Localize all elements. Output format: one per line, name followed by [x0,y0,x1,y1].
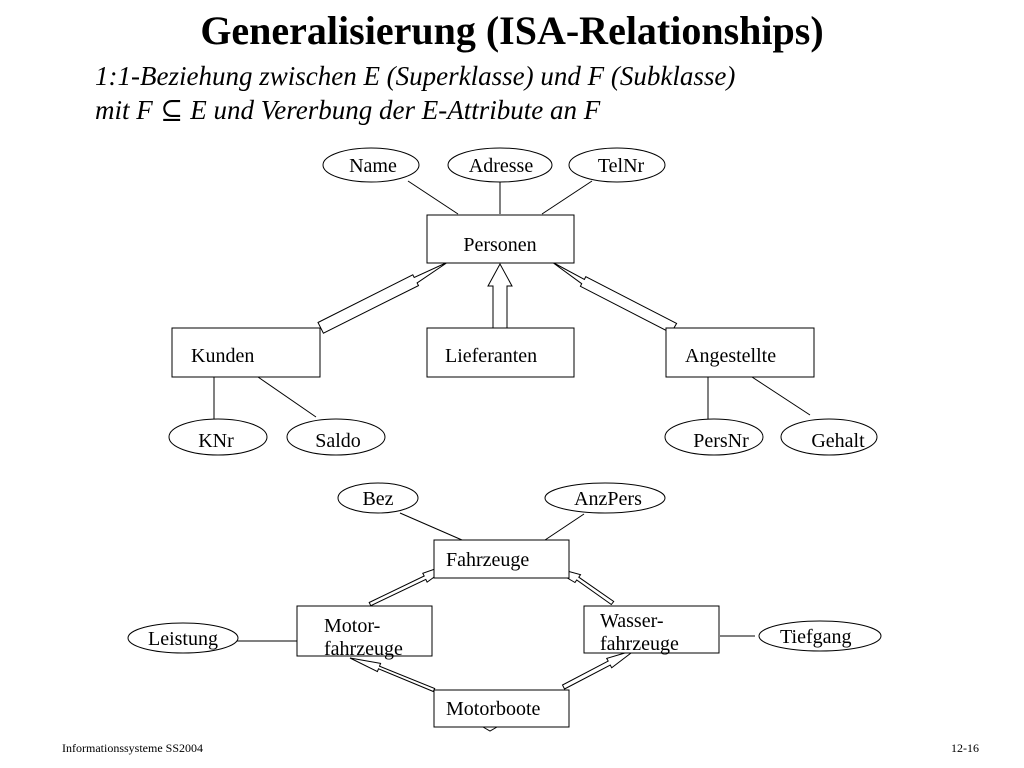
attr-knr-ellipse [168,418,268,456]
attr-gehalt-ellipse [780,418,878,456]
footer-page-number: 12-16 [951,741,979,755]
entity-lieferanten [426,327,575,378]
attr-name-ellipse [322,147,420,183]
slide-title: Generalisierung (ISA-Relationships) [200,8,824,53]
entity-personen-label: Personen [463,234,536,256]
attr-persnr-label: PersNr [693,430,749,452]
attr-saldo-label: Saldo [315,430,361,452]
entity-fahrzeuge [433,539,570,579]
isa-arrow-motorboote-motorfahrzeuge [349,657,436,693]
attr-bez-ellipse [337,482,419,514]
attr-adresse-ellipse [447,147,553,183]
isa-arrow-lieferanten-personen [487,262,513,329]
subtitle-prefix: mit F [95,95,153,125]
edge-telnr-personen [541,180,593,215]
edge-anzpers-fahrzeuge [544,513,585,541]
attr-tiefgang-label: Tiefgang [780,626,851,648]
entity-fahrzeuge-label: Fahrzeuge [446,549,529,571]
entity-angestellte-label: Angestellte [685,345,776,367]
isa-arrow-motorboote-wasserfahrzeuge [561,649,636,690]
subtitle-line-2: mit F ⊆ E und Vererbung der E-Attribute … [95,94,600,126]
edge-kunden-saldo [257,376,317,418]
attr-adresse-label: Adresse [469,155,534,177]
attr-tiefgang-ellipse [758,620,882,652]
entity-motorboote [433,689,570,728]
attr-gehalt-label: Gehalt [811,430,865,452]
entity-motorfahrzeuge [296,605,433,657]
entity-kunden-label: Kunden [191,345,254,367]
entity-motorfahrzeuge-label-1: Motor- [324,615,380,637]
entity-kunden [171,327,321,378]
entity-motorfahrzeuge-label-2: fahrzeuge [324,638,403,660]
attr-persnr-ellipse [664,418,764,456]
attr-telnr-label: TelNr [598,155,645,177]
footer-course: Informationssysteme SS2004 [62,741,203,755]
attr-leistung-ellipse [127,622,239,654]
entity-wasserfahrzeuge-label-2: fahrzeuge [600,633,679,655]
isa-arrow-angestellte-personen [551,261,678,334]
edge-name-personen [407,180,459,215]
edge-angestellte-gehalt [751,376,811,416]
attr-anzpers-ellipse [544,482,666,514]
attr-name-label: Name [349,155,397,177]
subtitle-suffix: E und Vererbung der E-Attribute an F [190,95,601,125]
attr-bez-label: Bez [362,488,393,510]
edge-bez-fahrzeuge [399,512,463,541]
entity-motorboote-label: Motorboote [446,698,541,720]
subtitle-line-1: 1:1-Beziehung zwischen E (Superklasse) u… [95,61,736,91]
attr-saldo-ellipse [286,418,386,456]
entity-wasserfahrzeuge-label-1: Wasser- [600,610,664,632]
entity-lieferanten-label: Lieferanten [445,345,537,367]
attr-anzpers-label: AnzPers [574,488,642,510]
motorboote-bottom-tick [482,726,498,732]
attr-telnr-ellipse [568,147,666,183]
subset-symbol: ⊆ [160,95,183,125]
attr-knr-label: KNr [198,430,234,452]
entity-angestellte [665,327,815,378]
entity-wasserfahrzeuge [583,605,720,654]
attr-leistung-label: Leistung [148,628,218,650]
isa-arrow-kunden-personen [317,261,449,334]
entity-personen [426,214,575,264]
